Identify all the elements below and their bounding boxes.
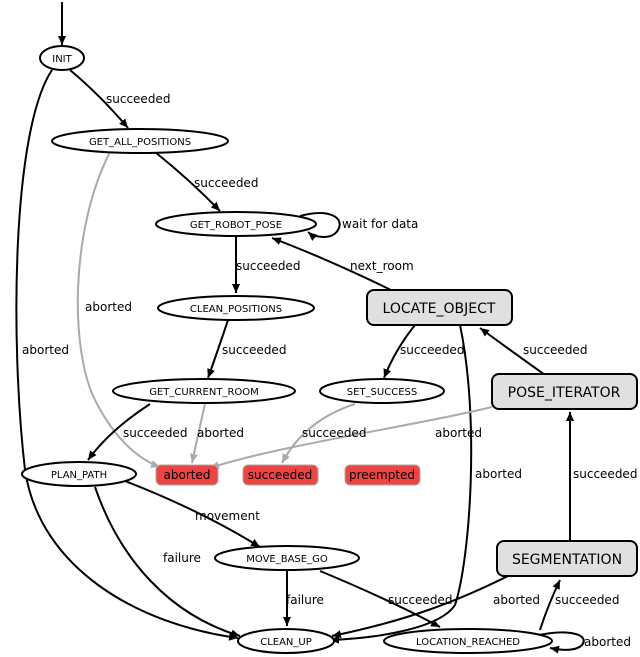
state-label: INIT: [52, 54, 72, 65]
outcome-label: aborted: [164, 468, 211, 482]
edge-label-gap-grp: succeeded: [194, 176, 258, 190]
edge-label-gcr-aborted: aborted: [197, 426, 244, 440]
edge-label-init-aborted: aborted: [22, 343, 69, 357]
container-label: POSE_ITERATOR: [508, 385, 621, 401]
edge-gap-grp: [154, 151, 221, 212]
state-move-base-go[interactable]: MOVE_BASE_GO: [214, 545, 360, 571]
edge-pose-locate: [479, 327, 546, 376]
outcome-label: preempted: [349, 468, 415, 482]
state-init[interactable]: INIT: [39, 45, 85, 71]
edge-label-movement: movement: [195, 509, 260, 523]
edge-pose-aborted: [209, 406, 493, 469]
state-clean-up[interactable]: CLEAN_UP: [237, 628, 335, 654]
state-label: SET_SUCCESS: [347, 387, 417, 398]
state-clean-positions[interactable]: CLEAN_POSITIONS: [157, 295, 315, 321]
state-location-reached[interactable]: LOCATION_REACHED: [383, 628, 553, 654]
edge-locate-grp: [271, 237, 396, 293]
state-nodes: INIT GET_ALL_POSITIONS GET_ROBOT_POSE CL…: [21, 45, 553, 654]
edge-label-seg-aborted: aborted: [493, 593, 540, 607]
edge-label-locate-aborted: aborted: [475, 467, 522, 481]
state-set-success[interactable]: SET_SUCCESS: [319, 378, 445, 404]
container-label: SEGMENTATION: [512, 552, 622, 568]
edge-locate-set: [383, 324, 416, 379]
edge-label-move-failure: failure: [286, 593, 324, 607]
outcome-aborted[interactable]: aborted: [155, 464, 219, 486]
edge-label-grp-wait: wait for data: [342, 217, 418, 231]
outcome-label: succeeded: [248, 468, 312, 482]
state-label: CLEAN_UP: [260, 637, 312, 648]
edge-label-locate-set: succeeded: [400, 343, 464, 357]
state-label: PLAN_PATH: [51, 470, 107, 481]
container-pose-iterator[interactable]: POSE_ITERATOR: [491, 373, 638, 410]
state-label: LOCATION_REACHED: [416, 637, 520, 648]
edge-plan-move: [124, 480, 261, 548]
edge-label-pose-locate: succeeded: [523, 343, 587, 357]
state-label: GET_ALL_POSITIONS: [89, 137, 191, 148]
outcome-nodes: aborted succeeded preempted: [155, 464, 421, 486]
edge-set-succeeded: [281, 403, 356, 464]
edge-clean-gcr: [207, 319, 229, 379]
edge-grp-self-loop: [299, 212, 341, 241]
edge-labels: succeeded succeeded wait for data succee…: [22, 92, 637, 649]
edge-label-pose-aborted: aborted: [435, 426, 482, 440]
outcome-preempted[interactable]: preempted: [344, 464, 421, 486]
edge-location-self-loop: [534, 631, 585, 654]
edge-label-init-gap: succeeded: [106, 92, 170, 106]
edge-gap-aborted: [76, 151, 161, 468]
state-label: GET_ROBOT_POSE: [190, 220, 282, 231]
edge-label-gap-aborted: aborted: [85, 300, 132, 314]
edge-init-get-all-positions: [69, 69, 129, 129]
edge-label-loc-seg: succeeded: [555, 593, 619, 607]
edge-locate-clean-up: [329, 324, 473, 644]
edge-gcr-plan: [87, 403, 151, 461]
outcome-succeeded[interactable]: succeeded: [242, 464, 319, 486]
edge-seg-clean-up: [331, 574, 511, 639]
container-label: LOCATE_OBJECT: [383, 301, 496, 317]
edge-init-clean-up: [15, 69, 239, 641]
edge-label-next-room: next_room: [350, 259, 414, 273]
edge-location-seg: [539, 579, 561, 631]
container-nodes: LOCATE_OBJECT POSE_ITERATOR SEGMENTATION: [366, 289, 638, 577]
container-locate-object[interactable]: LOCATE_OBJECT: [366, 289, 513, 326]
edge-label-loc-aborted: aborted: [584, 635, 631, 649]
edge-label-gcr-plan: succeeded: [123, 426, 187, 440]
state-label: CLEAN_POSITIONS: [190, 304, 282, 315]
edge-label-seg-pose: succeeded: [573, 467, 637, 481]
edge-move-location: [319, 570, 441, 628]
edge-plan-clean-up: [94, 486, 241, 638]
edge-gcr-aborted: [189, 403, 206, 464]
edge-label-plan-failure: failure: [163, 551, 201, 565]
state-get-all-positions[interactable]: GET_ALL_POSITIONS: [51, 128, 229, 154]
state-get-current-room[interactable]: GET_CURRENT_ROOM: [112, 378, 296, 404]
state-label: GET_CURRENT_ROOM: [149, 387, 259, 398]
edge-label-set-outcome: succeeded: [302, 426, 366, 440]
edge-label-grp-clean: succeeded: [236, 259, 300, 273]
state-plan-path[interactable]: PLAN_PATH: [21, 461, 137, 487]
state-label: MOVE_BASE_GO: [246, 554, 328, 565]
state-get-robot-pose[interactable]: GET_ROBOT_POSE: [155, 211, 317, 237]
edges: [15, 2, 585, 654]
edge-label-move-location: succeeded: [388, 593, 452, 607]
container-segmentation[interactable]: SEGMENTATION: [496, 540, 638, 577]
edge-label-clean-gcr: succeeded: [222, 343, 286, 357]
